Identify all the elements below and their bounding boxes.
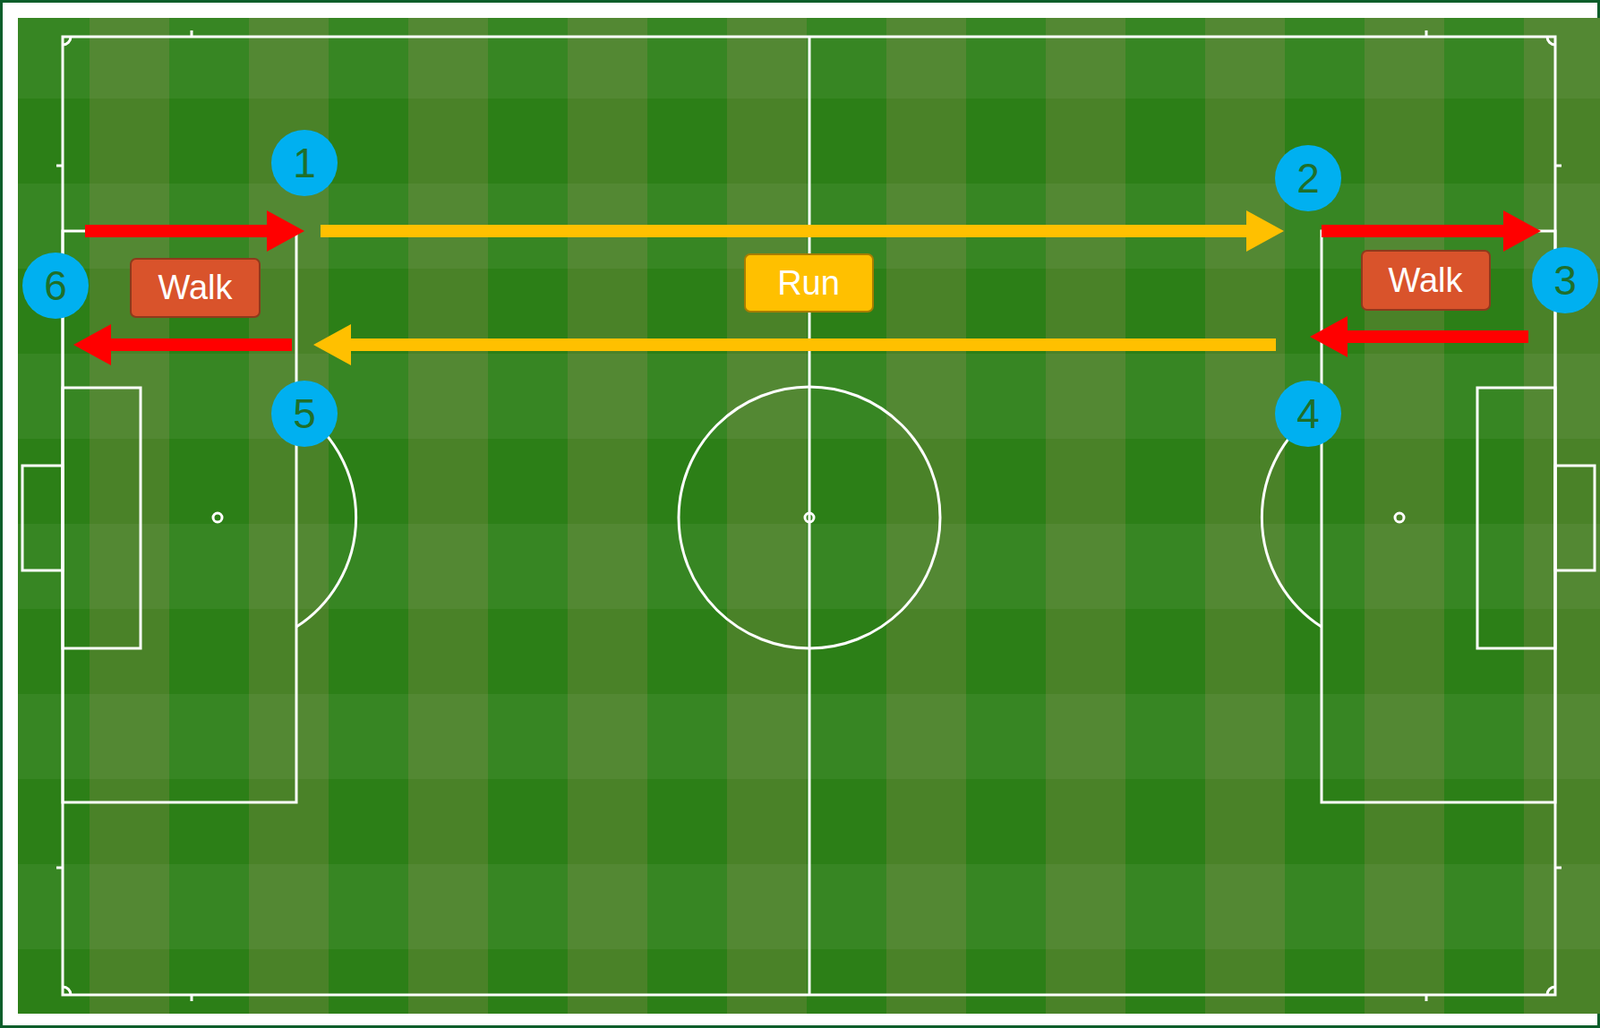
callout-digit: 1 [292, 142, 317, 184]
callout-digit: 5 [292, 393, 317, 435]
arrow-head [313, 324, 351, 366]
arrow-head [1309, 316, 1348, 358]
run-arrow [320, 210, 1284, 252]
arrow-shaft [1321, 224, 1504, 238]
callout-number: 6 [22, 252, 89, 319]
walk-arrow [1321, 210, 1541, 252]
callout-number: 3 [1531, 247, 1599, 314]
label-text: Walk [157, 270, 232, 305]
run-label-box: Run [744, 253, 874, 313]
run-arrow [313, 324, 1276, 366]
callout-digit: 2 [1296, 157, 1320, 199]
arrow-head [266, 210, 305, 252]
walk-label-box: Walk [129, 257, 261, 318]
callout-number: 2 [1274, 145, 1342, 212]
arrow-head [1246, 210, 1284, 252]
walk-arrow [85, 210, 305, 252]
grass [17, 17, 1600, 1014]
arrow-head [73, 324, 112, 366]
arrow-head [1503, 210, 1541, 252]
arrow-shaft [1347, 330, 1529, 343]
callout-digit: 3 [1553, 259, 1577, 301]
callout-number: 1 [271, 129, 338, 197]
arrow-shaft [85, 224, 267, 238]
callout-digit: 6 [43, 265, 68, 307]
callout-digit: 4 [1296, 393, 1320, 435]
arrow-shaft [350, 338, 1276, 351]
walk-arrow [73, 324, 292, 366]
callout-number: 4 [1274, 380, 1342, 447]
walk-arrow [1309, 316, 1529, 358]
label-text: Run [777, 265, 840, 300]
grass-bands [17, 17, 1600, 1014]
arrow-shaft [111, 338, 292, 351]
walk-label-box: Walk [1360, 249, 1491, 311]
pitch-lines [22, 30, 1595, 1002]
label-text: Walk [1387, 263, 1463, 298]
callout-number: 5 [271, 380, 338, 447]
arrow-shaft [320, 224, 1247, 238]
